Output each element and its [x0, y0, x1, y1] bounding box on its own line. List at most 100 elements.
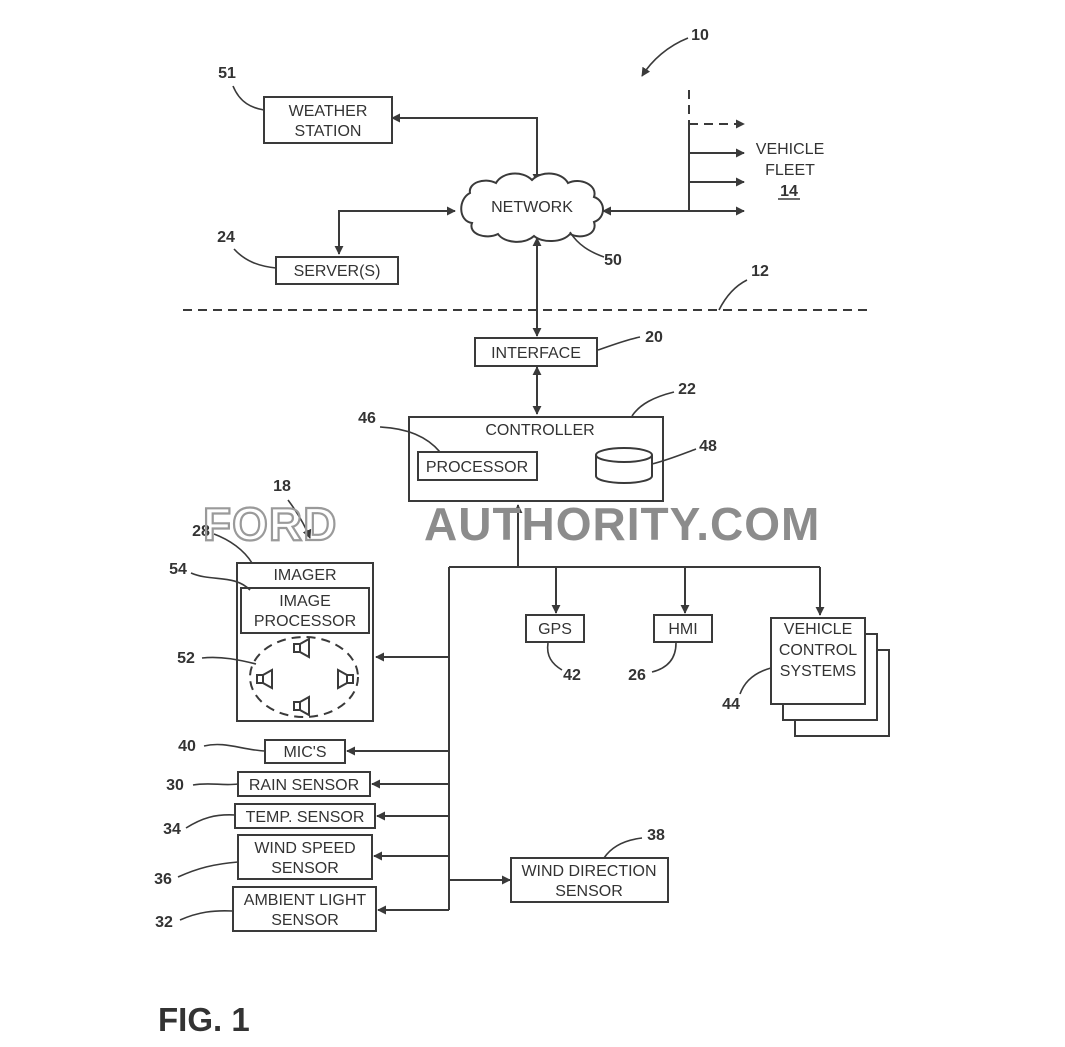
- speaker-array-outline: [249, 636, 359, 718]
- vehicle-fleet: VEHICLE FLEET 14: [756, 141, 824, 200]
- network-cloud: NETWORK: [460, 172, 604, 243]
- ref-10-arrow: [641, 37, 689, 77]
- wind-direction-label-line1: WIND DIRECTION: [521, 863, 656, 880]
- wind-speed-label-line1: WIND SPEED: [254, 840, 355, 857]
- rain-sensor-label: RAIN SENSOR: [249, 777, 359, 794]
- ref-40: 40: [178, 738, 196, 755]
- wind-speed-sensor-box: WIND SPEED SENSOR: [237, 834, 373, 880]
- ref-30: 30: [166, 777, 184, 794]
- ref-44: 44: [722, 696, 740, 713]
- ref-18-arrow: [287, 499, 312, 539]
- ref-20: 20: [645, 329, 663, 346]
- ref-48-leader: [651, 448, 697, 465]
- ref-46-leader: [379, 426, 441, 453]
- wind-direction-sensor-box: WIND DIRECTION SENSOR: [510, 857, 669, 903]
- weather-network-link: [391, 113, 542, 183]
- weather-station-label-line1: WEATHER: [289, 103, 368, 120]
- mics-label: MIC'S: [283, 744, 326, 761]
- imager-label: IMAGER: [273, 567, 336, 584]
- interface-box: INTERFACE: [474, 337, 598, 367]
- ref-12-leader: [718, 279, 748, 311]
- speaker-icon: [293, 637, 310, 659]
- processor-box: [417, 451, 538, 481]
- ref-34: 34: [163, 821, 181, 838]
- watermark: FORD AUTHORITY.COM: [202, 497, 820, 551]
- ref-54: 54: [169, 561, 187, 578]
- vehicle-control-label-line3: SYSTEMS: [780, 663, 856, 680]
- watermark-site: AUTHORITY.COM: [424, 498, 820, 550]
- server-box: SERVER(S): [275, 256, 399, 285]
- ref-38: 38: [647, 827, 665, 844]
- ref-18: 18: [273, 478, 291, 495]
- speaker-icon: [293, 695, 310, 717]
- ref-36: 36: [154, 871, 172, 888]
- ref-20-leader: [597, 336, 641, 351]
- hmi-label: HMI: [668, 621, 697, 638]
- rain-sensor-box: RAIN SENSOR: [237, 771, 371, 797]
- vehicle-fleet-label-line1: VEHICLE: [756, 141, 824, 158]
- ref-32: 32: [155, 914, 173, 931]
- ref-22-leader: [631, 391, 675, 417]
- server-label: SERVER(S): [294, 263, 381, 280]
- ref-28: 28: [192, 523, 210, 540]
- reference-numerals: 10 51 24 50 12 20 22 46 48 18 28 54 52 4…: [154, 27, 772, 931]
- ref-50: 50: [604, 252, 622, 269]
- vehicle-fleet-label-line2: FLEET: [765, 162, 815, 179]
- ref-46: 46: [358, 410, 376, 427]
- ref-42-leader: [546, 642, 563, 671]
- temp-sensor-box: TEMP. SENSOR: [234, 803, 376, 829]
- ref-51: 51: [218, 65, 236, 82]
- weather-station-label-line2: STATION: [295, 123, 362, 140]
- network-server-link: [334, 206, 456, 255]
- ref-28-leader: [213, 533, 253, 564]
- hmi-box: HMI: [653, 614, 713, 643]
- gps-label: GPS: [538, 621, 572, 638]
- temp-sensor-label: TEMP. SENSOR: [246, 809, 365, 826]
- ref-32-leader: [179, 909, 234, 921]
- image-processor-label-line2: PROCESSOR: [254, 613, 356, 630]
- ref-24-leader: [233, 248, 277, 269]
- ref-50-leader: [569, 231, 605, 258]
- ref-40-leader: [203, 743, 266, 752]
- ref-38-leader: [603, 837, 643, 859]
- ref-36-leader: [177, 861, 239, 878]
- ref-30-leader: [192, 783, 239, 786]
- ambient-light-sensor-box: AMBIENT LIGHT SENSOR: [232, 886, 377, 932]
- network-label: NETWORK: [491, 199, 573, 216]
- memory-cylinder: [595, 447, 653, 484]
- weather-station-box: WEATHER STATION: [263, 96, 393, 144]
- ref-26-leader: [651, 642, 677, 673]
- gps-box: GPS: [525, 614, 585, 643]
- vehicle-fleet-ref: 14: [780, 183, 798, 200]
- vehicle-control-label-line2: CONTROL: [779, 642, 857, 659]
- figure-label: FIG. 1: [158, 1001, 250, 1038]
- imager-box: IMAGER IMAGE PROCESSOR: [236, 562, 374, 722]
- ref-42: 42: [563, 667, 581, 684]
- ref-48: 48: [699, 438, 717, 455]
- ref-22: 22: [678, 381, 696, 398]
- connections: [334, 90, 825, 915]
- image-processor-label-line1: IMAGE: [279, 593, 331, 610]
- speaker-icon: [256, 668, 273, 690]
- processor-label: PROCESSOR: [426, 459, 528, 476]
- ref-24: 24: [217, 229, 235, 246]
- ambient-light-label-line1: AMBIENT LIGHT: [244, 892, 367, 909]
- ref-26: 26: [628, 667, 646, 684]
- watermark-brand: FORD: [203, 498, 337, 550]
- mics-box: MIC'S: [264, 739, 346, 764]
- ref-51-leader: [232, 85, 265, 111]
- ref-52: 52: [177, 650, 195, 667]
- ref-54-leader: [190, 572, 251, 591]
- ref-44-leader: [739, 667, 772, 695]
- speaker-icon: [337, 668, 354, 690]
- ref-12: 12: [751, 263, 769, 280]
- wind-speed-label-line2: SENSOR: [271, 860, 339, 877]
- controller-label: CONTROLLER: [485, 422, 594, 439]
- ambient-light-label-line2: SENSOR: [271, 912, 339, 929]
- wind-direction-label-line2: SENSOR: [555, 883, 623, 900]
- ref-52-leader: [201, 656, 257, 665]
- ref-10: 10: [691, 27, 709, 44]
- image-processor-box: [240, 587, 370, 634]
- controller-box: CONTROLLER PROCESSOR: [408, 416, 664, 502]
